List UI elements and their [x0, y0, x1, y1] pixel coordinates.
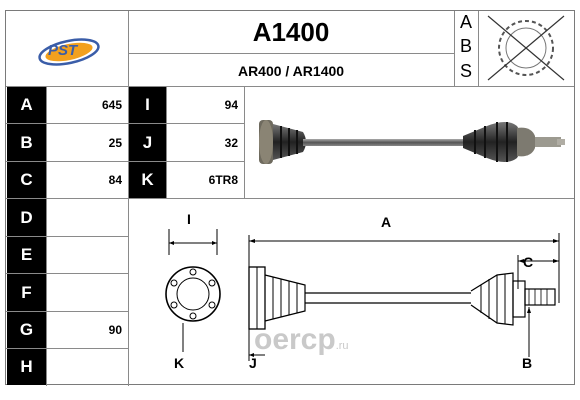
technical-drawing [165, 229, 560, 361]
watermark-main: oercp [254, 323, 336, 356]
dim-label-b: B [522, 355, 533, 371]
watermark-suffix: .ru [335, 340, 349, 352]
watermark: oercp.ru [254, 323, 349, 357]
spec-label-f: F [7, 274, 46, 311]
spec-value-c: 84 [108, 173, 122, 187]
spec-label-k: K [129, 162, 166, 198]
dim-label-k: K [174, 355, 185, 371]
spec-value-b: 25 [108, 136, 122, 150]
spec-value-j: 32 [224, 136, 238, 150]
dim-label-i: I [187, 211, 191, 227]
abs-letter-s: S [459, 61, 472, 81]
spec-sheet: PST A1400 AR400 / AR1400 A B S A B C D E… [5, 10, 575, 386]
dim-label-c: C [523, 254, 534, 270]
spec-label-e: E [7, 237, 46, 273]
dim-label-a: A [381, 214, 392, 230]
abs-letter-a: A [459, 12, 472, 32]
spec-value-i: 94 [224, 98, 238, 112]
spec-label-c: C [7, 162, 46, 198]
spec-value-a: 645 [101, 98, 122, 112]
spec-label-a: A [7, 87, 46, 123]
dim-label-j: J [249, 355, 257, 371]
spec-label-g: G [7, 312, 46, 348]
spec-value-k: 6TR8 [208, 173, 238, 187]
brand-logo: PST [34, 33, 104, 69]
spec-label-h: H [7, 349, 46, 385]
abs-letter-b: B [459, 36, 472, 56]
spec-value-g: 90 [108, 323, 122, 337]
part-references: AR400 / AR1400 [237, 63, 345, 79]
spec-label-d: D [7, 199, 46, 236]
logo-icon [38, 38, 100, 66]
spec-label-b: B [7, 124, 46, 161]
drive-shaft-photo [259, 120, 565, 164]
part-number-title: A1400 [252, 17, 330, 47]
logo-text: PST [48, 42, 78, 59]
abs-ring-crossed-icon [487, 15, 565, 81]
spec-label-j: J [129, 124, 166, 161]
spec-label-i: I [129, 87, 166, 123]
